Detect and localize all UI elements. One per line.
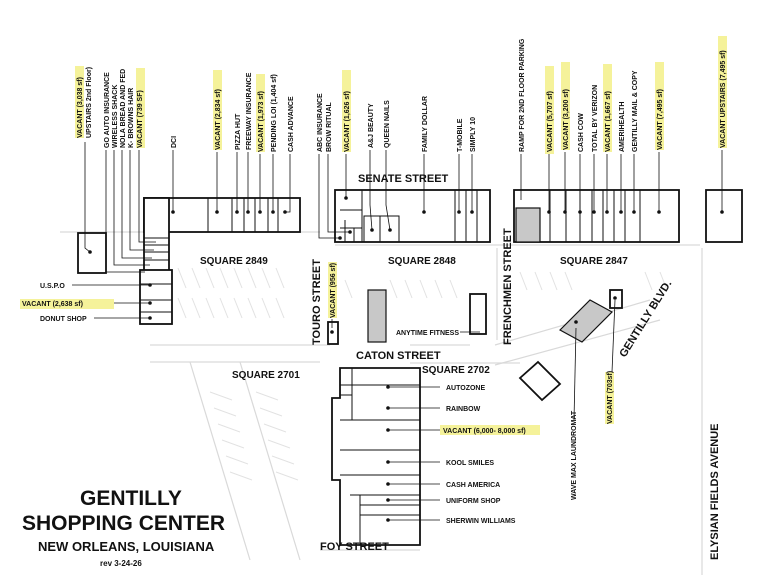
parking-stripes — [177, 267, 668, 481]
title-line-2: SHOPPING CENTER — [22, 512, 225, 535]
label-freeway: FREEWAY INSURANCE — [246, 72, 253, 150]
frenchmen-street-label: FRENCHMEN STREET — [502, 228, 514, 345]
label-cash-advance: CASH ADVANCE — [288, 96, 295, 152]
label-sherwin: SHERWIN WILLIAMS — [446, 518, 516, 525]
leader-lines — [72, 142, 723, 521]
label-rainbow: RAINBOW — [446, 406, 481, 413]
label-total-verizon: TOTAL BY VERIZON — [592, 85, 599, 152]
vacancy-highlights — [20, 36, 727, 435]
title-rev: rev 3-24-26 — [100, 559, 142, 568]
label-vacant-1973: VACANT (1,973 sf) — [258, 91, 265, 152]
label-dci: DCI — [171, 136, 178, 148]
label-family-dollar: FAMILY DOLLAR — [422, 96, 429, 152]
square-2702-label: SQUARE 2702 — [422, 365, 490, 376]
square-2847-buildings — [513, 189, 743, 243]
senate-street-label: SENATE STREET — [358, 173, 449, 185]
label-vacant-upstairs-7495: VACANT UPSTAIRS (7,495 sf) — [720, 50, 727, 148]
label-vacant-3200: VACANT (3,200 sf) — [563, 89, 570, 150]
label-uspo: U.S.P.O — [40, 283, 65, 290]
unit-dots — [88, 196, 724, 522]
label-autozone: AUTOZONE — [446, 385, 485, 392]
label-t-mobile: T-MOBILE — [457, 118, 464, 152]
square-2701-label: SQUARE 2701 — [232, 370, 300, 381]
label-cash-cow: CASH COW — [578, 113, 585, 152]
gentilly-blvd-label: GENTILLY BLVD. — [617, 278, 674, 359]
touro-street-label: TOURO STREET — [311, 259, 323, 345]
label-vacant-1667: VACANT (1,667 sf) — [605, 91, 612, 152]
label-pending-loi: PENDING LOI (1,404 sf) — [271, 74, 278, 152]
label-nola-bread: NOLA BREAD AND FED — [120, 69, 127, 148]
label-wave-max: WAVE MAX LAUNDROMAT — [571, 410, 578, 500]
label-aj-beauty: A&J BEAUTY — [368, 103, 375, 148]
label-upstairs-2nd-floor: UPSTAIRS 2nd Floor) — [86, 67, 93, 138]
label-vacant-3038: VACANT (3,038 sf) — [77, 77, 84, 138]
title-city: NEW ORLEANS, LOUISIANA — [38, 539, 215, 554]
label-amerihealth: AMERIHEALTH — [619, 102, 626, 152]
square-2702-buildings — [331, 367, 421, 546]
label-brow-ritual: BROW RITUAL — [326, 102, 333, 152]
label-vacant-703: VACANT (703sf) — [607, 371, 614, 424]
label-vacant-6000: VACANT (6,000- 8,000 sf) — [443, 428, 526, 435]
label-ramp: RAMP FOR 2ND FLOOR PARKING — [519, 38, 526, 152]
label-kool-smiles: KOOL SMILES — [446, 460, 494, 467]
label-vacant-956: VACANT (956 sf) — [330, 263, 337, 318]
road-outlines — [60, 231, 703, 575]
label-pizza-hut: PIZZA HUT — [235, 113, 242, 150]
label-vacant-1626: VACANT (1,626 sf) — [344, 91, 351, 152]
label-k-browns: K- BROWNS HAIR — [128, 88, 135, 148]
square-2848-label: SQUARE 2848 — [388, 256, 456, 267]
label-anytime-fitness: ANYTIME FITNESS — [396, 330, 459, 337]
square-2849-label: SQUARE 2849 — [200, 256, 268, 267]
caton-street-label: CATON STREET — [356, 350, 441, 362]
label-vacant-739: VACANT (739 SF) — [137, 90, 144, 148]
square-2849-buildings — [77, 197, 301, 325]
label-cash-america: CASH AMERICA — [446, 482, 500, 489]
square-2848-buildings — [327, 189, 491, 345]
foy-street-label: FOY STREET — [320, 541, 389, 553]
label-abc-insurance: ABC INSURANCE — [317, 93, 324, 152]
label-vacant-7495: VACANT (7,495 sf) — [657, 89, 664, 150]
square-2847-label: SQUARE 2847 — [560, 256, 628, 267]
label-queen-nails: QUEEN NAILS — [384, 100, 391, 148]
gentilly-buildings — [518, 289, 623, 402]
label-uniform-shop: UNIFORM SHOP — [446, 498, 501, 505]
label-vacant-2834: VACANT (2,834 sf) — [215, 89, 222, 150]
elysian-fields-label: ELYSIAN FIELDS AVENUE — [709, 423, 721, 560]
label-vacant-2638: VACANT (2,638 sf) — [22, 301, 83, 308]
label-gentilly-mail: GENTILLY MAIL & COPY — [632, 70, 639, 152]
label-simply-10: SIMPLY 10 — [470, 117, 477, 152]
label-vacant-5707: VACANT (5,707 sf) — [547, 91, 554, 152]
label-go-auto: GO AUTO INSURANCE — [104, 72, 111, 148]
label-donut-shop: DONUT SHOP — [40, 316, 87, 323]
label-wireless-shack: WIRELESS SHACK — [112, 85, 119, 148]
title-line-1: GENTILLY — [80, 487, 182, 510]
